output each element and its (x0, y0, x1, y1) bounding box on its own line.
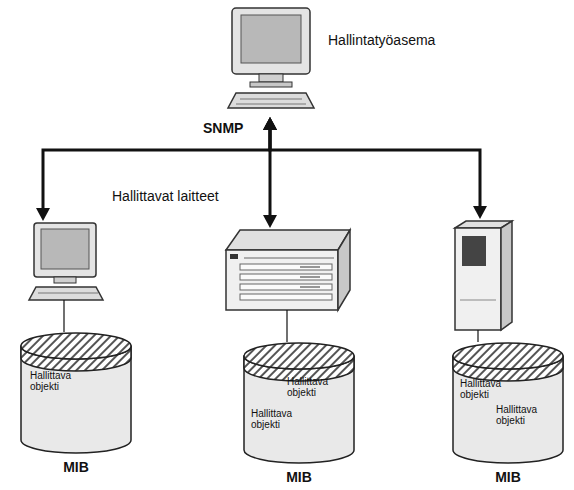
mib-label: MIB (243, 470, 355, 485)
snmp-connector (263, 117, 487, 342)
group-label: Hallittavat laitteet (112, 188, 219, 204)
workstation-icon (228, 8, 314, 108)
cylinder-top (244, 343, 354, 369)
arrow-head (473, 206, 487, 219)
mib-database: Hallittava objektiHallittava objektiMIB (452, 342, 564, 464)
arrow-head (263, 117, 277, 130)
cylinder-body (453, 356, 563, 463)
bus-line (270, 129, 480, 207)
cylinder-top (21, 333, 131, 359)
mib-label: MIB (20, 460, 132, 475)
arrow-head (263, 117, 277, 130)
device-wire (286, 310, 287, 342)
object-label: Hallittava objekti (287, 376, 347, 398)
arrow-head (36, 208, 50, 221)
mib-database: Hallittava objektiMIB (20, 332, 132, 454)
object-label: Hallittava objekti (251, 408, 311, 430)
pc-icon (29, 223, 103, 300)
bus-line (269, 129, 272, 216)
bus-line (43, 129, 270, 209)
mib-database: Hallittava objektiHallittava objektiMIB (243, 342, 355, 464)
object-label: Hallittava objekti (460, 378, 520, 400)
workstation-label: Hallintatyöasema (328, 33, 435, 48)
object-label: Hallittava objekti (496, 404, 556, 426)
cylinder-body (244, 356, 354, 463)
arrow-head (263, 215, 277, 228)
mib-cylinder (20, 332, 132, 454)
snmp-connector (36, 117, 277, 332)
workstation-node: Hallintatyöasema (228, 5, 316, 115)
arrow-head (263, 117, 277, 130)
protocol-label: SNMP (203, 120, 243, 136)
mib-label: MIB (452, 470, 564, 485)
device-wire (63, 300, 64, 332)
mib-cylinder (243, 342, 355, 464)
snmp-connector (263, 117, 287, 342)
cylinder-body (21, 346, 131, 453)
router-icon (226, 230, 350, 310)
cylinder-top (453, 343, 563, 369)
object-label: Hallittava objekti (30, 370, 90, 392)
device-wire (477, 330, 478, 342)
mib-cylinder (452, 342, 564, 464)
server-icon (455, 221, 512, 330)
